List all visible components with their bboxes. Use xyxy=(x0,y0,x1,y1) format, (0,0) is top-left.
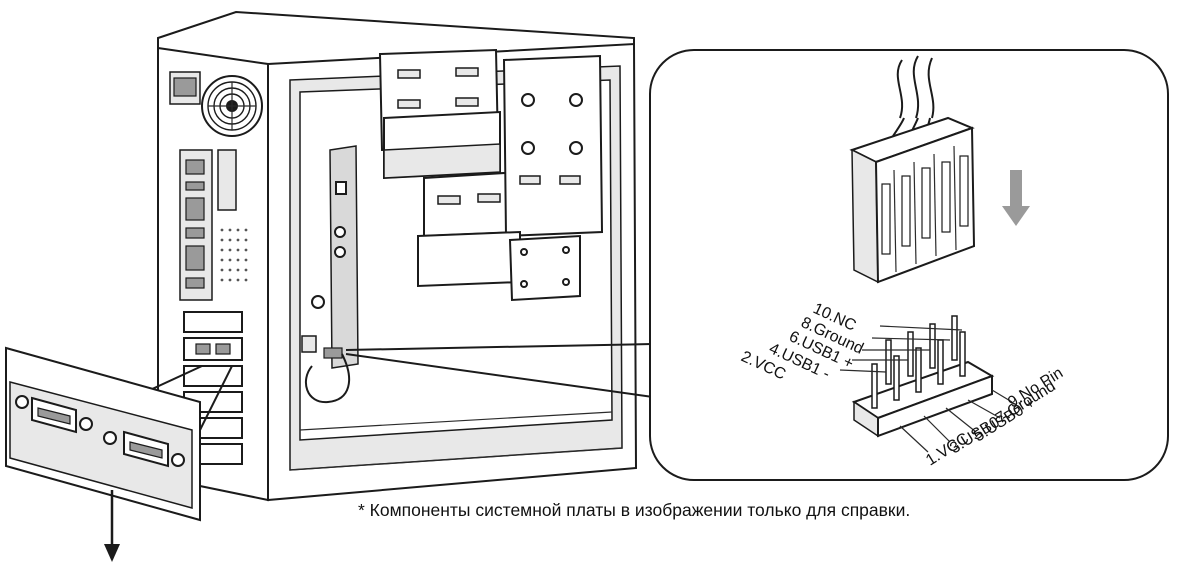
pc-case xyxy=(157,10,638,502)
header-detail-callout: 10.NC 8.Ground 6.USB1 + 4.USB1 - 2.VCC 9… xyxy=(649,49,1169,481)
case-fan xyxy=(201,75,263,137)
usb-connector-plug xyxy=(849,116,976,284)
front-usb-port xyxy=(31,396,77,434)
callout-line xyxy=(345,353,661,399)
callout-line xyxy=(345,343,653,351)
insert-direction-arrow-icon xyxy=(1002,170,1030,226)
motherboard xyxy=(329,145,359,369)
usb-pin-header xyxy=(851,315,995,438)
usb-bracket-inset xyxy=(5,346,233,562)
front-usb-port xyxy=(123,430,169,468)
header-pin-row-back xyxy=(885,315,958,385)
down-arrow-icon xyxy=(104,490,120,562)
footnote-disclaimer: * Компоненты системной платы в изображен… xyxy=(358,500,911,520)
drive-bays xyxy=(378,48,604,302)
header-pin-row-front xyxy=(871,331,966,409)
